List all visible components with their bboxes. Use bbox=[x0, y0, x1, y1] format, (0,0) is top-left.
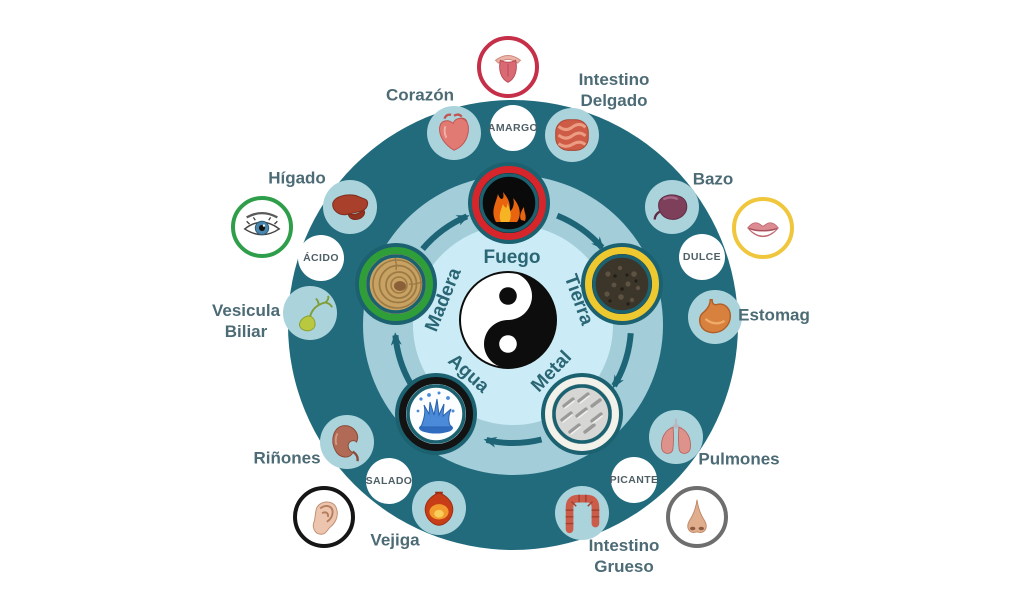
taste-circle-dulce: DULCE bbox=[679, 234, 725, 280]
sense-circle-nose bbox=[666, 486, 728, 548]
liver-icon bbox=[332, 194, 369, 220]
lips-icon bbox=[746, 222, 780, 238]
sense-circle-ear bbox=[293, 486, 355, 548]
organ-circle-estomago bbox=[688, 290, 742, 344]
water-icon bbox=[406, 384, 466, 444]
taste-circle-picante: PICANTE bbox=[609, 457, 659, 503]
taste-circle-salado: SALADO bbox=[366, 458, 412, 504]
element-circle-metal bbox=[545, 377, 619, 451]
wood-icon bbox=[366, 254, 426, 314]
metal-icon bbox=[552, 384, 612, 444]
label-corazon: Corazón bbox=[386, 85, 454, 105]
organ-circle-rinones bbox=[320, 415, 374, 469]
taste-label: DULCE bbox=[682, 251, 722, 263]
label-higado: Hígado bbox=[268, 168, 326, 188]
taste-label: PICANTE bbox=[609, 474, 659, 486]
organ-circle-vejiga bbox=[412, 481, 466, 535]
organ-circle-vesicula bbox=[283, 286, 337, 340]
element-circle-fuego bbox=[472, 166, 546, 240]
sense-circle-tongue bbox=[477, 36, 539, 98]
label-estomago: Estomag bbox=[738, 305, 810, 325]
taste-circle-amargo: AMARGO bbox=[487, 105, 539, 151]
taste-circle-acido: ÁCIDO bbox=[298, 235, 344, 281]
fire-icon bbox=[479, 173, 539, 233]
label-rinones: Riñones bbox=[253, 448, 321, 468]
sense-circle-eye bbox=[231, 196, 293, 258]
colon-icon bbox=[565, 494, 600, 534]
label-vesicula-biliar: Vesicula Biliar bbox=[211, 300, 281, 341]
small-intestine-icon bbox=[555, 119, 589, 151]
organ-circle-corazon bbox=[427, 106, 481, 160]
element-circle-madera bbox=[359, 247, 433, 321]
label-bazo: Bazo bbox=[692, 169, 734, 189]
organ-circle-higado bbox=[323, 180, 377, 234]
organ-circle-intestino-grueso bbox=[555, 486, 609, 540]
kidney-icon bbox=[332, 425, 359, 462]
heart-icon bbox=[439, 113, 469, 151]
lungs-icon bbox=[661, 418, 691, 454]
yin-yang-symbol bbox=[459, 271, 557, 369]
sense-circle-lips bbox=[732, 197, 794, 259]
label-vejiga: Vejiga bbox=[370, 530, 420, 550]
element-circle-agua bbox=[399, 377, 473, 451]
label-intestino-grueso: Intestino Grueso bbox=[588, 535, 660, 576]
label-pulmones: Pulmones bbox=[698, 449, 780, 469]
organ-circle-bazo bbox=[645, 180, 699, 234]
tongue-icon bbox=[494, 55, 522, 83]
element-circle-tierra bbox=[585, 247, 659, 321]
taste-label: AMARGO bbox=[487, 122, 539, 134]
taste-label: SALADO bbox=[365, 475, 413, 487]
label-intestino-delgado: Intestino Delgado bbox=[578, 69, 650, 110]
eye-icon bbox=[243, 211, 281, 236]
ear-icon bbox=[312, 501, 338, 535]
label-fuego: Fuego bbox=[483, 247, 541, 268]
organ-circle-intestino-delgado bbox=[545, 108, 599, 162]
spleen-icon bbox=[653, 194, 688, 220]
organ-circle-pulmones bbox=[649, 410, 703, 464]
taste-label: ÁCIDO bbox=[303, 252, 339, 264]
stomach-icon bbox=[698, 299, 732, 334]
bladder-icon bbox=[424, 491, 454, 526]
gallbladder-icon bbox=[299, 295, 333, 332]
nose-icon bbox=[687, 499, 707, 533]
soil-icon bbox=[592, 254, 652, 314]
